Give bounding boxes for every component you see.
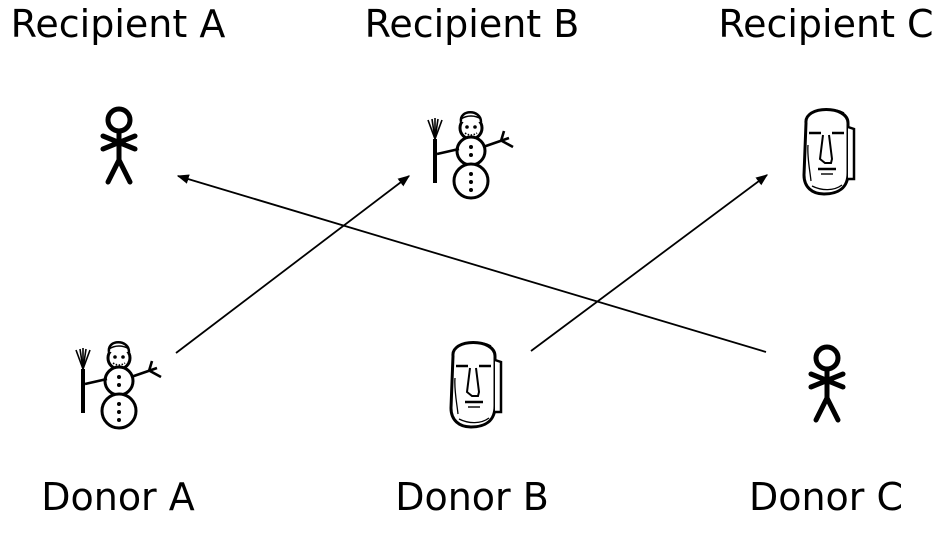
moai-head-icon <box>802 107 856 196</box>
moai-head-icon <box>449 340 503 429</box>
stick-figure-icon <box>811 347 843 420</box>
arrow-donor-b-to-recipient-c <box>530 174 768 352</box>
donor-c-label: Donor C <box>749 475 903 519</box>
arrow-donor-c-to-recipient-a <box>176 174 767 353</box>
recipient-b-label: Recipient B <box>365 2 580 46</box>
donor-b-label: Donor B <box>395 475 549 519</box>
donor-a-label: Donor A <box>41 475 195 519</box>
snowman-icon <box>426 110 515 200</box>
recipient-a-label: Recipient A <box>11 2 226 46</box>
recipient-c-label: Recipient C <box>718 2 933 46</box>
snowman-icon <box>74 340 163 430</box>
arrow-donor-a-to-recipient-b <box>175 175 410 354</box>
stick-figure-icon <box>103 109 135 182</box>
